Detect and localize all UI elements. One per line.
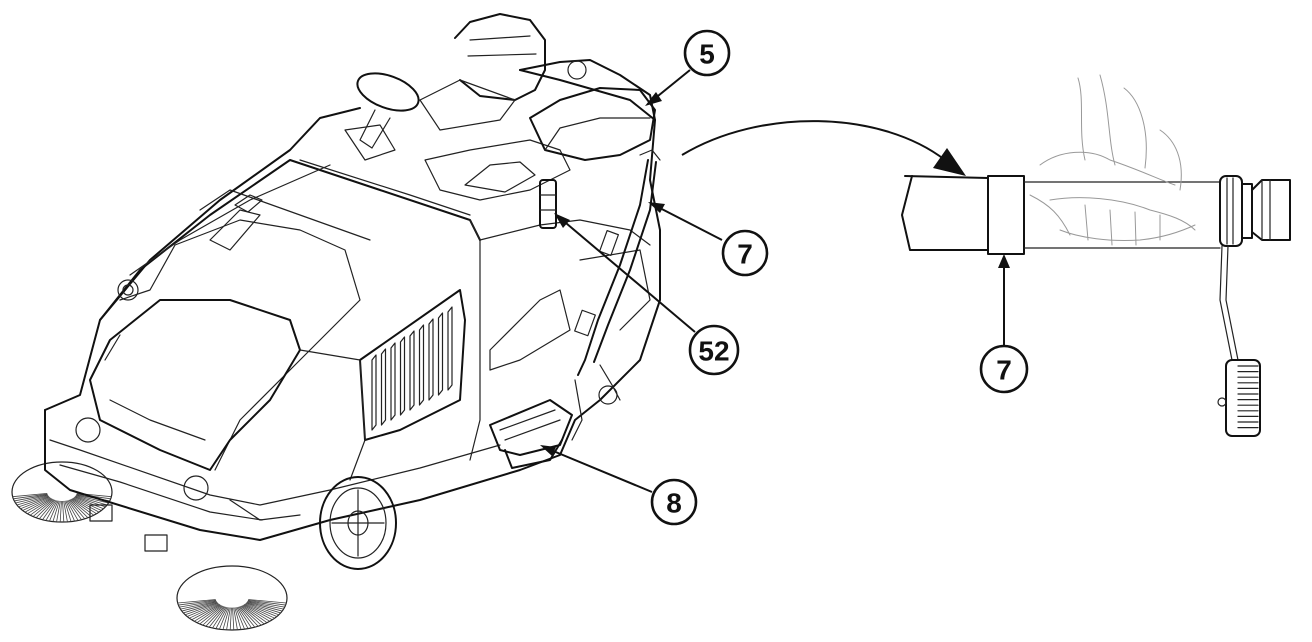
rear-wheel (319, 476, 397, 570)
callout-52: 52 (554, 213, 740, 376)
callout-52-label: 52 (698, 336, 729, 367)
item-7-hose (574, 149, 661, 376)
item-52-control (539, 179, 557, 229)
hose-detail-illustration (901, 74, 1291, 437)
callout-7-detail: 7 (979, 254, 1029, 394)
callout-7-machine: 7 (648, 202, 769, 277)
sweeper-machine-illustration (11, 13, 661, 631)
side-brush-left (11, 461, 113, 523)
side-brush-front (176, 565, 288, 631)
callout-8: 8 (540, 445, 698, 526)
hose-cap (1217, 359, 1261, 437)
hand-sketch (1029, 74, 1196, 246)
callout-7-machine-label: 7 (737, 239, 753, 270)
callout-7-detail-label: 7 (996, 355, 1012, 386)
transfer-arrow (681, 120, 966, 176)
item-8-bracket (489, 379, 583, 469)
callout-5-label: 5 (699, 39, 715, 70)
callout-8-label: 8 (666, 488, 682, 519)
callout-5: 5 (645, 29, 731, 106)
detail-item-7-collar (987, 175, 1025, 255)
item-5-cover (529, 87, 656, 161)
